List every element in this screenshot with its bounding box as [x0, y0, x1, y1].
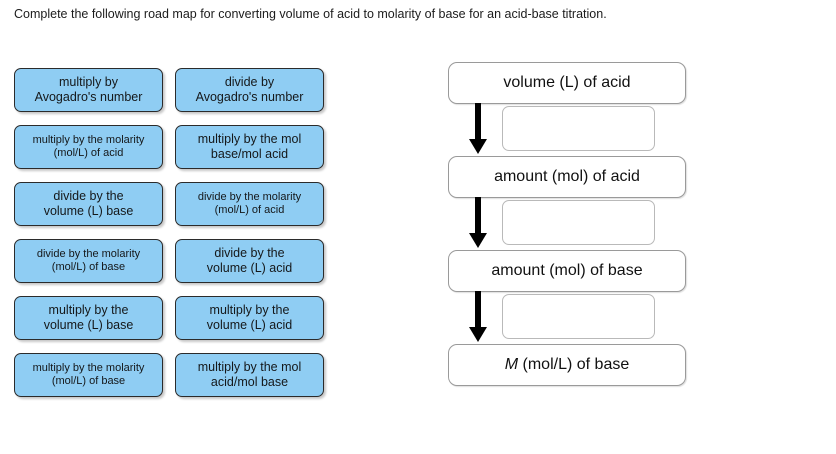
answer-tile-line1: multiply by [58, 75, 119, 89]
answer-tile[interactable]: divide by the molarity(mol/L) of acid [175, 182, 324, 226]
flow-link [448, 291, 686, 344]
arrow-head [469, 327, 487, 342]
down-arrow-icon [468, 291, 488, 344]
arrow-shaft [475, 291, 481, 329]
answer-tile-line2: (mol/L) of acid [214, 204, 285, 216]
conversion-drop-slot[interactable] [502, 106, 655, 151]
road-map-flowchart: volume (L) of acid amount (mol) of acid … [448, 62, 686, 386]
answer-tile[interactable]: multiply by the molarity(mol/L) of acid [14, 125, 163, 169]
molarity-symbol: M [504, 356, 519, 373]
answer-tile-line1: multiply by the mol [197, 360, 302, 374]
flow-link [448, 103, 686, 156]
arrow-shaft [475, 197, 481, 235]
answer-tile-line2: (mol/L) of base [51, 375, 126, 387]
down-arrow-icon [468, 197, 488, 250]
answer-tile-line2: volume (L) acid [206, 261, 293, 275]
flow-node-label-rest: (mol/L) of base [518, 356, 630, 373]
down-arrow-icon [468, 103, 488, 156]
answer-tile-line2: (mol/L) of acid [53, 147, 124, 159]
flow-link [448, 197, 686, 250]
answer-tile-line2: Avogadro's number [195, 90, 304, 104]
answer-tile-line2: volume (L) base [43, 318, 134, 332]
flow-node-start: volume (L) of acid [448, 62, 686, 104]
answer-tile-line1: multiply by the [48, 303, 129, 317]
answer-tile-line1: multiply by the mol [197, 132, 302, 146]
flow-node-label: amount (mol) of base [491, 262, 643, 279]
flow-node-label: M (mol/L) of base [505, 356, 629, 374]
answer-tile-line1: multiply by the molarity [32, 134, 145, 146]
answer-tile-line1: multiply by the [209, 303, 290, 317]
flow-node-label: volume (L) of acid [503, 74, 631, 91]
arrow-shaft [475, 103, 481, 141]
page-title: Complete the following road map for conv… [14, 7, 607, 21]
answer-tile[interactable]: divide by the molarity(mol/L) of base [14, 239, 163, 283]
answer-tile-line2: volume (L) acid [206, 318, 293, 332]
answer-tile-line1: divide by the molarity [36, 248, 141, 260]
conversion-drop-slot[interactable] [502, 294, 655, 339]
answer-tile-line1: divide by the molarity(mol/L) of acid [198, 191, 301, 217]
answer-tile-line2: acid/mol base [210, 375, 289, 389]
answer-tile-line1: multiply by the molarity(mol/L) of acid [33, 134, 145, 160]
answer-tile-line1: divide by [224, 75, 275, 89]
answer-tile-line2: volume (L) base [43, 204, 134, 218]
arrow-head [469, 233, 487, 248]
flow-node-end: M (mol/L) of base [448, 344, 686, 386]
answer-tile-line2: base/mol acid [210, 147, 289, 161]
flow-node-amount-acid: amount (mol) of acid [448, 156, 686, 198]
conversion-drop-slot[interactable] [502, 200, 655, 245]
arrow-head [469, 139, 487, 154]
answer-tile-line1: multiply by the molarity [32, 362, 145, 374]
answer-tile-line2: Avogadro's number [34, 90, 143, 104]
answer-tile[interactable]: multiply by the molarity(mol/L) of base [14, 353, 163, 397]
answer-tile-line2: (mol/L) of base [51, 261, 126, 273]
answer-tile-line1: divide by the [53, 189, 124, 203]
answer-tile-line1: divide by the molarity [197, 191, 302, 203]
flow-node-label: amount (mol) of acid [494, 168, 640, 185]
answer-tile-line1: divide by the molarity(mol/L) of base [37, 248, 140, 274]
answer-tile-line1: divide by the [214, 246, 285, 260]
flow-node-amount-base: amount (mol) of base [448, 250, 686, 292]
answer-tile-line1: multiply by the molarity(mol/L) of base [33, 362, 145, 388]
